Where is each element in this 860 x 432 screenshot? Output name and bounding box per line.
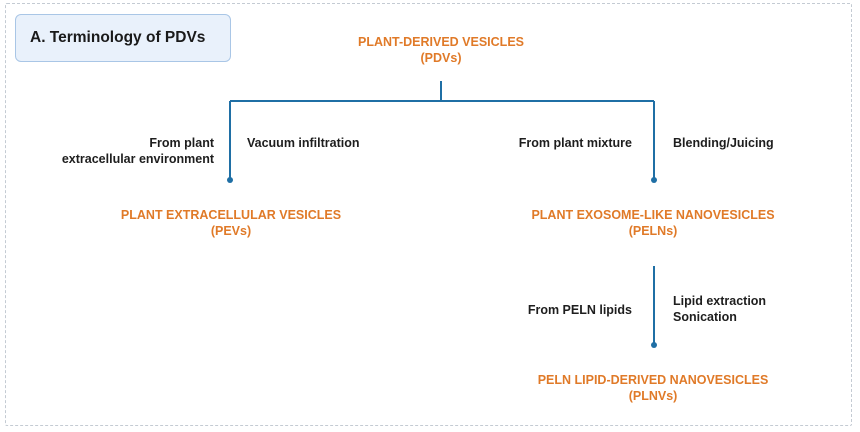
node-plnvs: PELN LIPID-DERIVED NANOVESICLES (PLNVs) xyxy=(538,372,769,404)
panel-title: A. Terminology of PDVs xyxy=(15,14,231,62)
node-pevs-abbr: (PEVs) xyxy=(210,224,252,238)
edge-plnv-method-line2: Sonication xyxy=(673,310,737,324)
edge-peln-method-label: Blending/Juicing xyxy=(673,136,774,150)
edge-pev-method-label: Vacuum infiltration xyxy=(247,136,360,150)
node-pdvs-abbr: (PDVs) xyxy=(420,51,462,65)
node-pelns: PLANT EXOSOME-LIKE NANOVESICLES (PELNs) xyxy=(531,207,774,239)
node-pdvs-name: PLANT-DERIVED VESICLES xyxy=(358,35,524,49)
edge-plnv-method-line1: Lipid extraction xyxy=(673,294,767,308)
node-pelns-name: PLANT EXOSOME-LIKE NANOVESICLES xyxy=(531,208,775,222)
node-pevs-name: PLANT EXTRACELLULAR VESICLES xyxy=(120,208,342,222)
node-pevs: PLANT EXTRACELLULAR VESICLES (PEVs) xyxy=(121,207,341,239)
node-pdvs: PLANT-DERIVED VESICLES (PDVs) xyxy=(358,34,524,66)
node-plnvs-abbr: (PLNVs) xyxy=(628,389,678,403)
plnv-arrow-dot xyxy=(651,342,657,348)
edge-pev-source-label: From plant extracellular environment xyxy=(62,135,214,167)
edge-plnv-method-label: Lipid extraction Sonication xyxy=(673,293,766,325)
dashed-frame xyxy=(5,3,852,426)
peln-arrow-dot xyxy=(651,177,657,183)
edge-pev-source-line1: From plant xyxy=(149,136,214,150)
node-pelns-abbr: (PELNs) xyxy=(628,224,678,238)
node-plnvs-name: PELN LIPID-DERIVED NANOVESICLES xyxy=(537,373,769,387)
edge-peln-source-label: From plant mixture xyxy=(518,136,632,150)
edge-plnv-source-label: From PELN lipids xyxy=(527,303,632,317)
edge-pev-source-line2: extracellular environment xyxy=(61,152,214,166)
pev-arrow-dot xyxy=(227,177,233,183)
panel-title-text: A. Terminology of PDVs xyxy=(30,29,206,46)
